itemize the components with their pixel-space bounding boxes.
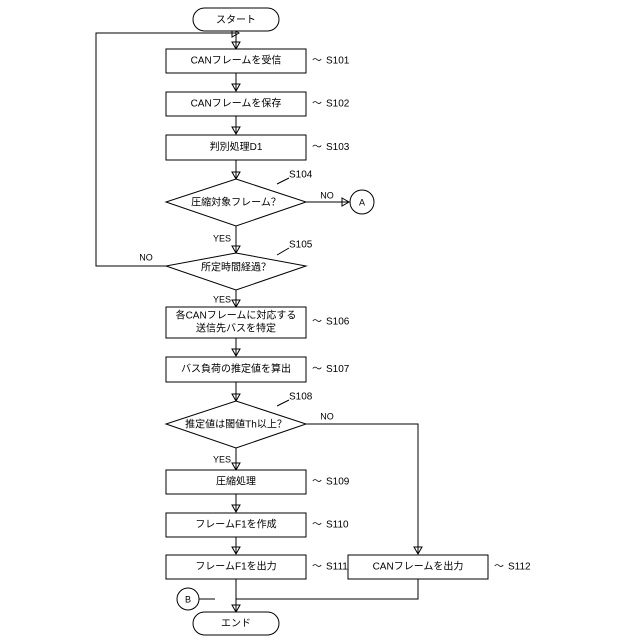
s109-label: 圧縮処理 — [216, 475, 256, 488]
arrow-s102-to-s103 — [231, 126, 241, 136]
s102-label: CANフレームを保存 — [191, 97, 282, 110]
s108-yes-label: YES — [213, 454, 231, 464]
node-s108: 推定値は閾値Th以上？ S108 NO YES — [164, 392, 334, 464]
node-s111: フレームF1を出力 ～ S111 — [165, 554, 348, 580]
s107-shape — [165, 356, 307, 383]
s106-label-line1: 各CANフレームに対応する — [176, 309, 297, 322]
s104-step: S104 — [289, 170, 313, 181]
s108-step-leader — [276, 399, 290, 407]
arrow-s101-to-s102 — [231, 83, 241, 93]
node-s112: CANフレームを出力 ～ S112 — [347, 554, 531, 580]
s111-shape — [165, 554, 307, 580]
s107-step-marker: ～ — [312, 364, 322, 375]
node-s110: フレームF1を作成 ～ S110 — [165, 512, 349, 538]
connA-label: A — [359, 197, 365, 207]
s105-step-leader — [276, 247, 290, 256]
node-s107: バス負荷の推定値を算出 ～ S107 — [165, 356, 350, 383]
s104-no-label: NO — [320, 190, 334, 200]
s106-step: S106 — [326, 317, 350, 328]
s108-label: 推定値は閾値Th以上？ — [185, 418, 287, 431]
line-s108-no-to-s112 — [306, 423, 419, 553]
s108-step: S108 — [289, 392, 313, 403]
s101-shape — [165, 48, 307, 74]
node-s103: 判別処理D1 ～ S103 — [165, 134, 350, 161]
start-label: スタート — [216, 14, 256, 26]
arrow-start-to-s101 — [231, 41, 241, 51]
s110-label: フレームF1を作成 — [195, 519, 276, 531]
s110-step-marker: ～ — [312, 520, 322, 531]
s102-step-marker: ～ — [312, 99, 322, 110]
start-shape — [192, 7, 280, 32]
s101-label: CANフレームを受信 — [191, 55, 282, 67]
arrow-s108-to-s109 — [231, 462, 241, 472]
node-s106: 各CANフレームに対応する 送信先バスを特定 ～ S106 — [165, 306, 350, 339]
arrow-s103-to-s104 — [231, 171, 241, 181]
arrow-s107-to-s108 — [231, 393, 241, 403]
line-s105-no-loop — [95, 32, 236, 267]
arrow-s110-to-s111 — [231, 546, 241, 556]
s104-shape — [164, 178, 308, 227]
s104-label: 圧縮対象フレーム？ — [191, 196, 281, 209]
s105-shape — [164, 252, 308, 291]
s112-label: CANフレームを出力 — [373, 560, 464, 573]
s102-shape — [165, 91, 307, 117]
s106-step-marker: ～ — [312, 317, 322, 328]
s104-yes-label: YES — [213, 233, 231, 243]
s107-step: S107 — [326, 364, 350, 375]
s104-step-leader — [276, 177, 290, 185]
s108-shape — [164, 400, 308, 449]
s103-step: S103 — [326, 142, 350, 153]
arrow-junction-to-end — [231, 604, 241, 614]
flow-connectors — [95, 28, 423, 614]
node-s102: CANフレームを保存 ～ S102 — [165, 91, 350, 117]
node-s109: 圧縮処理 ～ S109 — [165, 469, 350, 495]
s105-label: 所定時間経過？ — [201, 261, 271, 274]
s110-shape — [165, 512, 307, 538]
end-label: エンド — [221, 619, 251, 630]
s103-label: 判別処理D1 — [210, 140, 263, 153]
node-s104: 圧縮対象フレーム？ S104 NO YES — [164, 170, 334, 243]
arrow-s104-to-s105 — [231, 245, 241, 255]
s111-label: フレームF1を出力 — [195, 560, 276, 573]
s110-step: S110 — [326, 520, 349, 531]
s109-shape — [165, 469, 307, 495]
s105-step: S105 — [289, 240, 313, 251]
arrow-s105-to-s106 — [231, 299, 241, 309]
s106-label-line2: 送信先バスを特定 — [196, 322, 276, 335]
arrow-s106-to-s107 — [231, 348, 241, 358]
s101-step-marker: ～ — [312, 56, 322, 67]
arrow-s108-no-to-s112 — [413, 546, 423, 556]
connA-shape — [349, 189, 375, 215]
arrow-s109-to-s110 — [231, 504, 241, 514]
s101-step: S101 — [326, 56, 350, 67]
s105-no-label: NO — [139, 252, 153, 262]
s106-shape — [165, 306, 307, 339]
connB-shape — [176, 587, 200, 611]
s107-label: バス負荷の推定値を算出 — [181, 362, 291, 375]
node-connector-b: B — [176, 587, 200, 611]
s103-step-marker: ～ — [312, 142, 322, 153]
s111-step-marker: ～ — [312, 562, 322, 573]
node-start: スタート — [192, 7, 280, 32]
s112-shape — [347, 554, 489, 580]
line-s112-to-junction — [236, 579, 419, 600]
node-s101: CANフレームを受信 ～ S101 — [165, 48, 350, 74]
node-s105: 所定時間経過？ S105 NO YES — [139, 240, 313, 305]
s109-step: S109 — [326, 477, 350, 488]
node-connector-a: A — [349, 189, 375, 215]
s108-no-label: NO — [320, 411, 334, 421]
s109-step-marker: ～ — [312, 477, 322, 488]
s112-step-marker: ～ — [494, 562, 504, 573]
s102-step: S102 — [326, 99, 350, 110]
s111-step: S111 — [326, 562, 348, 573]
connB-label: B — [185, 594, 191, 604]
s103-shape — [165, 134, 307, 161]
node-end: エンド — [192, 611, 280, 636]
end-shape — [192, 611, 280, 636]
arrow-s104-to-connA — [341, 197, 351, 207]
s105-yes-label: YES — [213, 294, 231, 304]
s112-step: S112 — [508, 562, 531, 573]
